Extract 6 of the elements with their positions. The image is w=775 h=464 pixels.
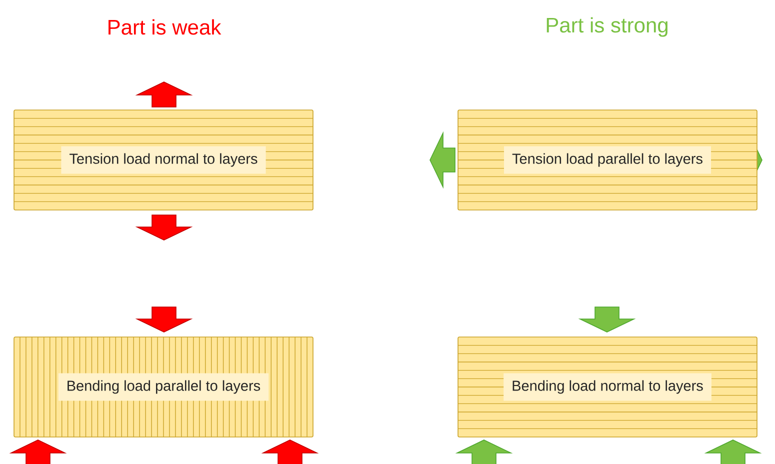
heading: Part is strong <box>546 17 668 37</box>
layered-block: Bending load normal to layers <box>458 336 758 438</box>
layered-block: Tension load normal to layers <box>14 110 314 210</box>
heading: Part is weak <box>108 19 222 35</box>
layered-block: Tension load parallel to layers <box>458 110 758 210</box>
layered-block: Bending load parallel to layers <box>14 336 314 438</box>
